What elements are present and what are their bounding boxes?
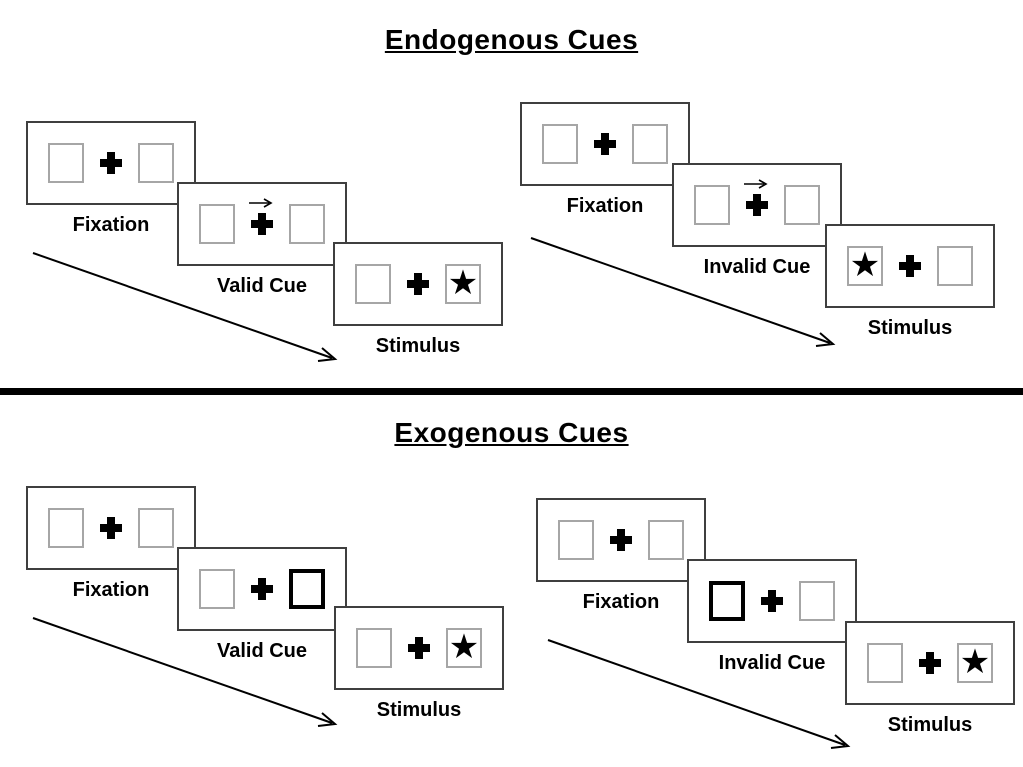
right-placeholder-box — [632, 124, 668, 164]
timeline-arrow — [32, 252, 338, 362]
frame-label: Stimulus — [887, 714, 973, 736]
left-placeholder-box — [694, 185, 730, 225]
left-placeholder-box — [199, 569, 235, 609]
right-stimulus-box: ★ — [446, 628, 482, 668]
fixation-cross-icon — [744, 179, 768, 216]
right-placeholder-box — [138, 508, 174, 548]
left-placeholder-box — [558, 520, 594, 560]
fixation-cross-icon — [251, 578, 273, 600]
frame-stimulus: ★ Stimulus — [845, 621, 1015, 737]
left-placeholder-box — [48, 143, 84, 183]
star-stimulus-icon: ★ — [959, 641, 991, 682]
screen-fixation — [520, 102, 690, 186]
frame-fixation: Fixation — [520, 102, 690, 218]
right-stimulus-box: ★ — [957, 643, 993, 683]
screen-stimulus: ★ — [825, 224, 995, 308]
star-stimulus-icon: ★ — [849, 244, 881, 285]
frame-label: Stimulus — [867, 317, 953, 339]
frame-valid-cue: Valid Cue — [177, 547, 347, 663]
frame-valid-cue: Valid Cue — [177, 182, 347, 298]
screen-invalid-cue — [687, 559, 857, 643]
screen-fixation — [536, 498, 706, 582]
right-cue-highlight-box — [289, 569, 325, 609]
frame-stimulus: ★ Stimulus — [333, 242, 503, 358]
star-stimulus-icon: ★ — [447, 262, 479, 303]
timeline-arrow — [547, 639, 851, 749]
right-placeholder-box — [138, 143, 174, 183]
fixation-cross-icon — [761, 590, 783, 612]
frame-label: Fixation — [566, 195, 644, 217]
frame-label: Stimulus — [375, 335, 461, 357]
fixation-cross-icon — [899, 255, 921, 277]
screen-stimulus: ★ — [333, 242, 503, 326]
frame-invalid-cue: Invalid Cue — [672, 163, 842, 279]
frame-label: Invalid Cue — [718, 652, 826, 674]
right-placeholder-box — [784, 185, 820, 225]
screen-fixation — [26, 121, 196, 205]
cue-right-arrow-icon — [744, 179, 768, 189]
left-placeholder-box — [355, 264, 391, 304]
frame-label: Stimulus — [376, 699, 462, 721]
frame-stimulus: ★ Stimulus — [334, 606, 504, 722]
fixation-cross-icon — [100, 517, 122, 539]
timeline-arrow — [530, 237, 836, 347]
frame-fixation: Fixation — [26, 486, 196, 602]
fixation-cross-icon — [919, 652, 941, 674]
right-placeholder-box — [289, 204, 325, 244]
fixation-cross-icon — [249, 198, 273, 235]
frame-label: Valid Cue — [216, 275, 308, 297]
screen-stimulus: ★ — [845, 621, 1015, 705]
screen-valid-cue — [177, 182, 347, 266]
left-placeholder-box — [48, 508, 84, 548]
frame-label: Valid Cue — [216, 640, 308, 662]
cue-right-arrow-icon — [249, 198, 273, 208]
screen-stimulus: ★ — [334, 606, 504, 690]
timeline-arrow — [32, 617, 338, 727]
left-cue-highlight-box — [709, 581, 745, 621]
fixation-cross-icon — [594, 133, 616, 155]
left-placeholder-box — [199, 204, 235, 244]
screen-valid-cue — [177, 547, 347, 631]
left-placeholder-box — [356, 628, 392, 668]
left-placeholder-box — [542, 124, 578, 164]
fixation-cross-icon — [408, 637, 430, 659]
frame-label: Fixation — [72, 214, 150, 236]
frame-label: Invalid Cue — [703, 256, 811, 278]
fixation-cross-icon — [407, 273, 429, 295]
frame-label: Fixation — [72, 579, 150, 601]
right-placeholder-box — [648, 520, 684, 560]
section-divider — [0, 388, 1023, 395]
screen-invalid-cue — [672, 163, 842, 247]
left-placeholder-box — [867, 643, 903, 683]
frame-invalid-cue: Invalid Cue — [687, 559, 857, 675]
right-placeholder-box — [937, 246, 973, 286]
endogenous-section-title: Endogenous Cues — [384, 24, 639, 55]
frame-label: Fixation — [582, 591, 660, 613]
left-stimulus-box: ★ — [847, 246, 883, 286]
right-stimulus-box: ★ — [445, 264, 481, 304]
star-stimulus-icon: ★ — [448, 626, 480, 667]
fixation-cross-icon — [610, 529, 632, 551]
right-placeholder-box — [799, 581, 835, 621]
screen-fixation — [26, 486, 196, 570]
frame-stimulus: ★ Stimulus — [825, 224, 995, 340]
frame-fixation: Fixation — [536, 498, 706, 614]
frame-fixation: Fixation — [26, 121, 196, 237]
fixation-cross-icon — [100, 152, 122, 174]
exogenous-section-title: Exogenous Cues — [394, 417, 629, 448]
